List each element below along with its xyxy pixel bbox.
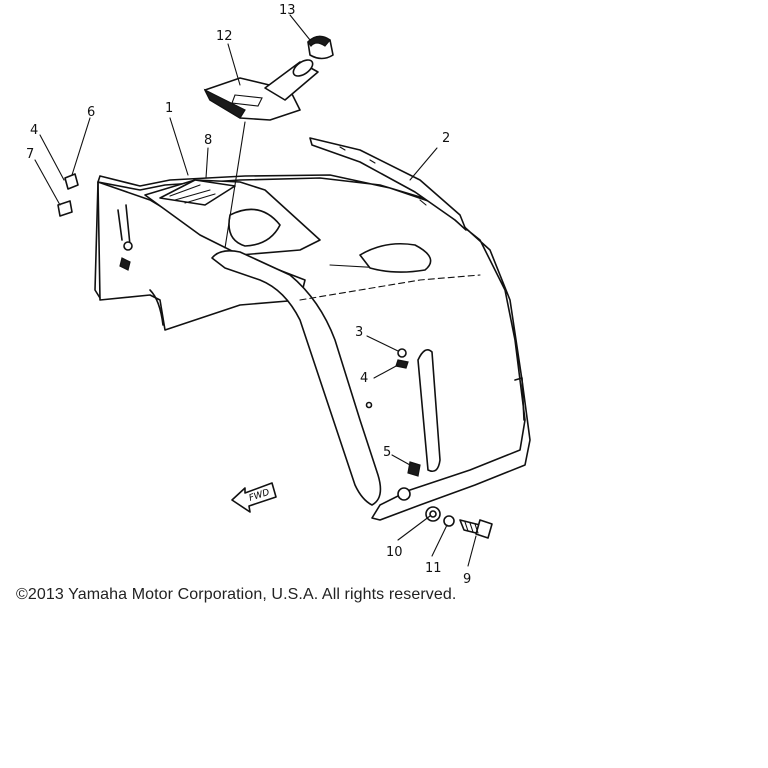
callout-9: 9 — [463, 572, 471, 587]
copyright-notice: ©2013 Yamaha Motor Corporation, U.S.A. A… — [16, 586, 457, 603]
callout-8: 8 — [204, 133, 212, 148]
callout-4-upper: 4 — [30, 123, 38, 138]
callout-4-mid: 4 — [360, 371, 368, 386]
callout-3: 3 — [355, 325, 363, 340]
callouts: 1 2 3 4 4 5 6 7 8 9 10 11 12 13 — [26, 3, 471, 587]
callout-11: 11 — [425, 561, 442, 576]
bracket-assembly — [203, 59, 319, 121]
callout-2: 2 — [442, 131, 450, 146]
callout-12: 12 — [216, 29, 233, 44]
forward-arrow-icon: FWD — [231, 482, 277, 513]
callout-1: 1 — [165, 101, 173, 116]
mid-fasteners — [395, 348, 409, 369]
clip-5 — [407, 461, 421, 477]
fender-body — [94, 174, 531, 521]
callout-10: 10 — [386, 545, 403, 560]
upper-left-fasteners — [57, 173, 79, 217]
cap — [307, 35, 334, 60]
callout-6: 6 — [87, 105, 95, 120]
callout-7: 7 — [26, 147, 34, 162]
trim-strip — [309, 137, 467, 231]
callout-13: 13 — [279, 3, 296, 18]
callout-5: 5 — [383, 445, 391, 460]
parts-diagram: FWD 1 2 3 4 4 5 6 7 8 9 10 11 12 13 — [26, 3, 531, 587]
leader-lines — [34, 14, 477, 567]
bolt-assembly — [397, 487, 493, 539]
